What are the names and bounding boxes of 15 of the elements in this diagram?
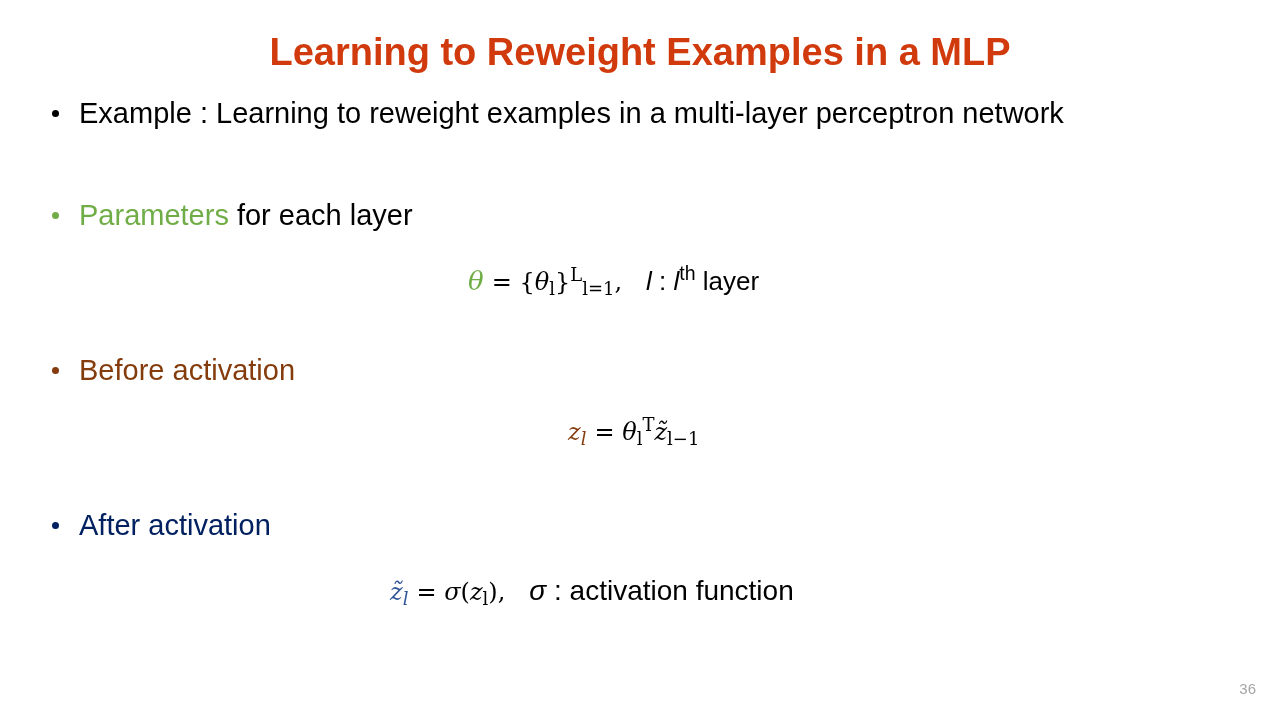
formula-note: l : l$^{th}$ layer (646, 262, 760, 298)
formula-note: σ : activation function (529, 574, 794, 608)
bullet-text: After activation (79, 508, 271, 543)
math-symbol: z$_{l}$ (568, 417, 587, 450)
formula: = {θ$_{l}$}$^{L}$$_{l=1}$, (491, 264, 623, 300)
page-number: 36 (1239, 679, 1256, 699)
math-symbol: z̃$_{l}$ (390, 577, 409, 610)
math-symbol: θ (468, 265, 484, 298)
bullet-text: Before activation (79, 353, 295, 388)
bullet-text: for each layer (236, 198, 413, 233)
formula: = σ(z$_{l}$), (416, 577, 506, 610)
formula: = θ$_{l}$$^{T}$z̃$_{l−1}$ (594, 414, 700, 450)
slide-title: Learning to Reweight Examples in a MLP (269, 30, 1011, 75)
bullet-text: Example : Learning to reweight examples in a multi-layer perceptron network (79, 96, 1064, 131)
bullet-text: Parameters (79, 198, 229, 233)
